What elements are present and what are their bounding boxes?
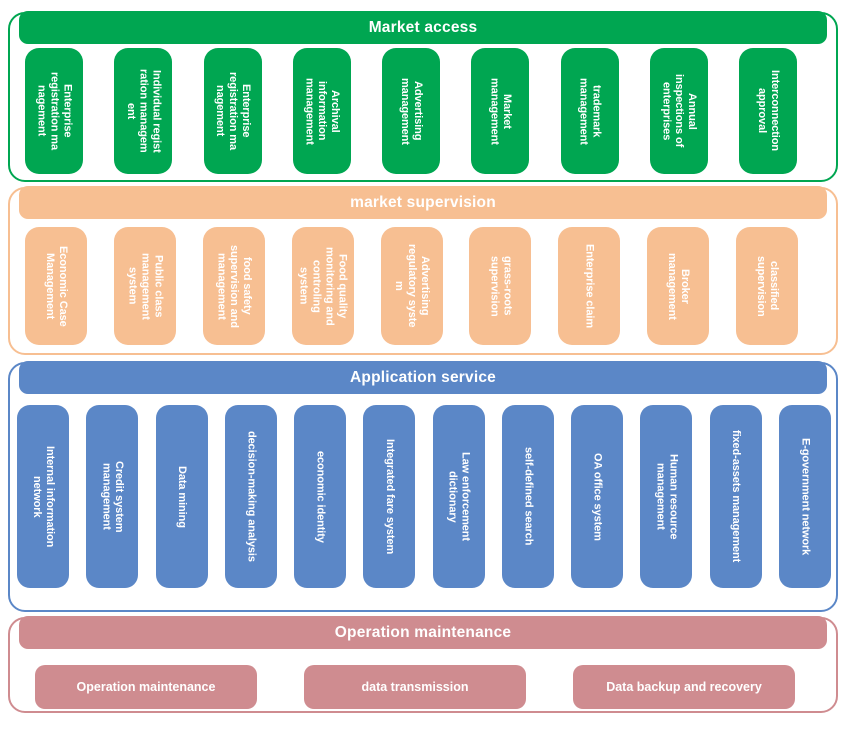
box-label: Advertising regulatory syste m — [393, 244, 431, 328]
box-label: Human resource management — [654, 453, 680, 540]
application-service-box: decision-making analysis — [224, 405, 277, 588]
market-access-box: Enterprise registration ma nagement — [25, 48, 83, 174]
market-access-box: Annual inspections of enterprises — [649, 48, 708, 174]
application-service-box: economic identity — [294, 405, 347, 588]
market-supervision-box: food safety supervision and management — [202, 227, 265, 345]
section-market-supervision: market supervision Economic Case Managem… — [8, 186, 838, 355]
application-service-items: Internal information network Credit syst… — [10, 364, 836, 588]
operation-maintenance-box: data transmission — [304, 665, 526, 709]
operation-maintenance-box: Data backup and recovery — [573, 665, 795, 709]
market-supervision-box: classified supervision — [736, 227, 798, 345]
box-label: Integrated fare system — [383, 438, 396, 555]
box-label: classified supervision — [755, 255, 780, 317]
box-label: Annual inspections of enterprises — [660, 74, 699, 148]
box-label: E-government network — [799, 437, 812, 556]
section-application-service-title: Application service — [350, 368, 496, 386]
section-market-access: Market access Enterprise registration ma… — [8, 11, 838, 182]
section-application-service-header: Application service — [19, 361, 827, 394]
application-service-box: Law enforcement dictionary — [432, 405, 485, 588]
market-access-items: Enterprise registration ma nagement Indi… — [10, 14, 836, 174]
box-label: Economic Case Management — [44, 245, 69, 327]
section-application-service: Application service Internal information… — [8, 361, 838, 612]
box-label: self-defined search — [522, 447, 535, 546]
market-access-box: trademark management — [560, 48, 619, 174]
application-service-box: Integrated fare system — [363, 405, 416, 588]
market-access-box: Enterprise registration ma nagement — [203, 48, 262, 174]
section-market-supervision-header: market supervision — [19, 186, 827, 219]
market-supervision-box: Public class management system — [113, 227, 176, 345]
section-market-supervision-title: market supervision — [350, 193, 496, 211]
section-market-access-title: Market access — [368, 18, 478, 36]
market-access-box: Individual regist ration managem ent — [114, 48, 173, 174]
box-label: Internal information network — [31, 445, 56, 548]
operation-maintenance-items: Operation maintenance data transmission … — [10, 619, 836, 709]
market-access-box: Market management — [471, 48, 530, 174]
box-label: Interconnection approval — [756, 70, 781, 152]
box-label: Law enforcement dictionary — [446, 452, 472, 541]
application-service-box: Human resource management — [640, 405, 693, 588]
box-label: Data mining — [176, 465, 189, 528]
market-access-box: Interconnection approval — [739, 48, 797, 174]
box-label: economic identity — [314, 450, 327, 543]
box-label: decision-making analysis — [245, 431, 258, 562]
market-supervision-box: Food quality monitoring and controling s… — [291, 227, 354, 345]
section-market-access-header: Market access — [19, 11, 827, 44]
application-service-box: fixed-assets management — [709, 405, 762, 588]
market-access-box: Advertising management — [382, 48, 440, 174]
market-supervision-box: Economic Case Management — [25, 227, 87, 345]
box-label: grass-roots supervision — [488, 255, 514, 317]
box-label: Enterprise registration ma nagement — [214, 72, 252, 150]
box-label: OA office system — [591, 452, 604, 541]
section-operation-maintenance-header: Operation maintenance — [19, 616, 827, 649]
market-access-box: Archival information management — [292, 48, 351, 174]
box-label: Public class management system — [126, 252, 165, 320]
box-label: trademark management — [577, 77, 603, 145]
section-operation-maintenance-title: Operation maintenance — [334, 623, 512, 641]
market-supervision-box: Enterprise claim — [558, 227, 621, 345]
box-label: fixed-assets management — [730, 430, 743, 563]
section-operation-maintenance: Operation maintenance Operation maintena… — [8, 616, 838, 713]
application-service-box: self-defined search — [501, 405, 554, 588]
application-service-box: Credit system management — [86, 405, 139, 588]
market-supervision-box: grass-roots supervision — [469, 227, 532, 345]
box-label: Archival information management — [303, 77, 342, 145]
box-label: Enterprise claim — [583, 244, 596, 328]
box-label: Broker management — [666, 252, 692, 320]
box-label: food safety supervision and management — [215, 244, 254, 328]
application-service-box: Internal information network — [17, 405, 69, 588]
box-label: Credit system management — [100, 460, 126, 533]
market-supervision-box: Advertising regulatory syste m — [380, 227, 443, 345]
box-label: Enterprise registration ma nagement — [35, 72, 74, 150]
application-service-box: OA office system — [571, 405, 624, 588]
box-label: Market management — [488, 77, 514, 145]
box-label: Advertising management — [399, 77, 424, 145]
box-label: Individual regist ration managem ent — [124, 69, 163, 153]
market-supervision-items: Economic Case Management Public class ma… — [10, 189, 836, 345]
application-service-box: Data mining — [155, 405, 208, 588]
application-service-box: E-government network — [778, 405, 831, 588]
market-supervision-box: Broker management — [647, 227, 710, 345]
operation-maintenance-box: Operation maintenance — [35, 665, 257, 709]
box-label: Food quality monitoring and controling s… — [297, 246, 349, 326]
